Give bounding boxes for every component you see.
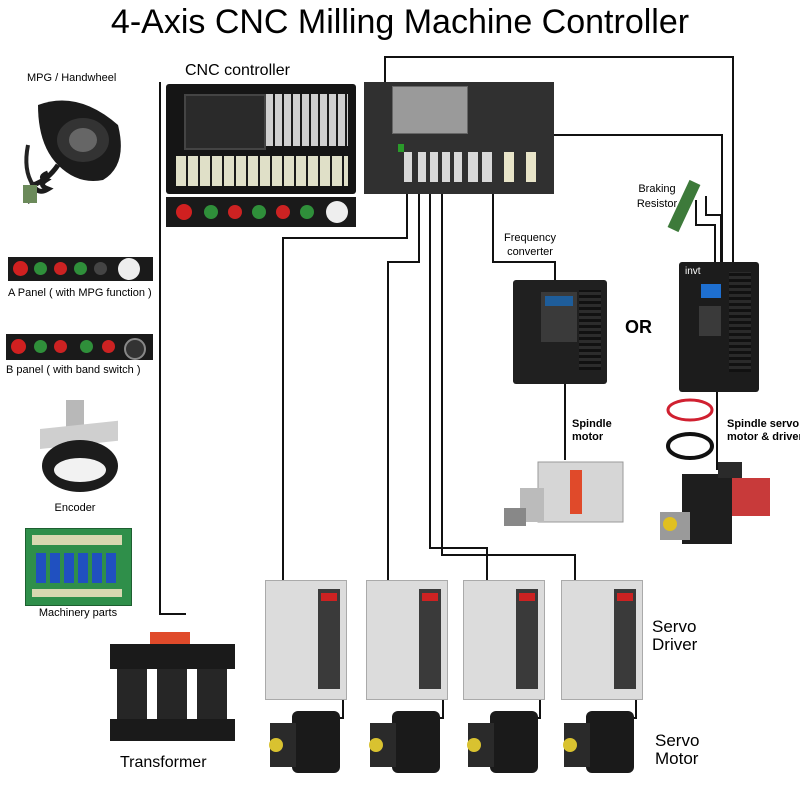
encoder-label: Encoder <box>54 502 96 514</box>
servo-driver-label-1: Servo <box>652 617 697 636</box>
spindle-servo-label-2: motor & driver <box>727 431 800 443</box>
machinery-parts-board <box>25 528 132 606</box>
mpg-handwheel-icon <box>23 100 121 204</box>
a-panel-label: A Panel ( with MPG function ) <box>8 287 152 299</box>
spindle-servo-drive: invt <box>679 262 759 392</box>
braking-resistor-icon <box>667 179 701 233</box>
spindle-motor-icon <box>504 461 624 526</box>
spindle-motor-label-2: motor <box>572 431 604 443</box>
cnc-controller-label: CNC controller <box>185 62 290 79</box>
servo-motor-1-icon <box>269 711 340 773</box>
controller-screen <box>184 94 266 150</box>
servo-motor-label-1: Servo <box>655 731 700 750</box>
braking-resistor-label-1: Braking <box>638 183 676 195</box>
braking-resistor-label-2: Resistor <box>636 198 678 210</box>
controller-keypad <box>266 94 348 146</box>
servo-driver-label-2: Driver <box>652 635 698 654</box>
cable-icon <box>666 398 714 460</box>
servo-motor-label-2: Motor <box>655 749 699 768</box>
or-label: OR <box>625 317 652 337</box>
electrical-board <box>364 82 554 194</box>
servo-driver-4 <box>561 580 643 700</box>
controller-button-strip <box>166 197 356 227</box>
b-panel <box>6 334 153 360</box>
cnc-controller-panel <box>166 84 356 194</box>
b-panel-label: B panel ( with band switch ) <box>6 364 141 376</box>
servo-driver-1 <box>265 580 347 700</box>
servo-motor-4-icon <box>563 711 634 773</box>
frequency-converter <box>513 280 607 384</box>
transformer-label: Transformer <box>120 754 207 771</box>
servo-motor-2-icon <box>369 711 440 773</box>
frequency-converter-label-1: Frequency <box>504 232 556 244</box>
servo-driver-2 <box>366 580 448 700</box>
power-supply <box>392 86 468 134</box>
servo-driver-3 <box>463 580 545 700</box>
spindle-servo-motor-icon <box>660 462 770 544</box>
spindle-motor-label-1: Spindle <box>572 418 612 430</box>
machinery-parts-label: Machinery parts <box>38 607 118 619</box>
diagram-title: 4-Axis CNC Milling Machine Controller <box>110 3 690 41</box>
mpg-label: MPG / Handwheel <box>27 72 117 84</box>
spindle-servo-label-1: Spindle servo <box>727 418 800 430</box>
frequency-converter-label-2: converter <box>507 246 553 258</box>
encoder-icon <box>40 400 118 492</box>
controller-keys <box>176 156 348 186</box>
a-panel <box>8 257 153 281</box>
drive-brand-label: invt <box>685 266 701 277</box>
transformer-icon <box>110 632 235 741</box>
servo-motor-3-icon <box>467 711 538 773</box>
